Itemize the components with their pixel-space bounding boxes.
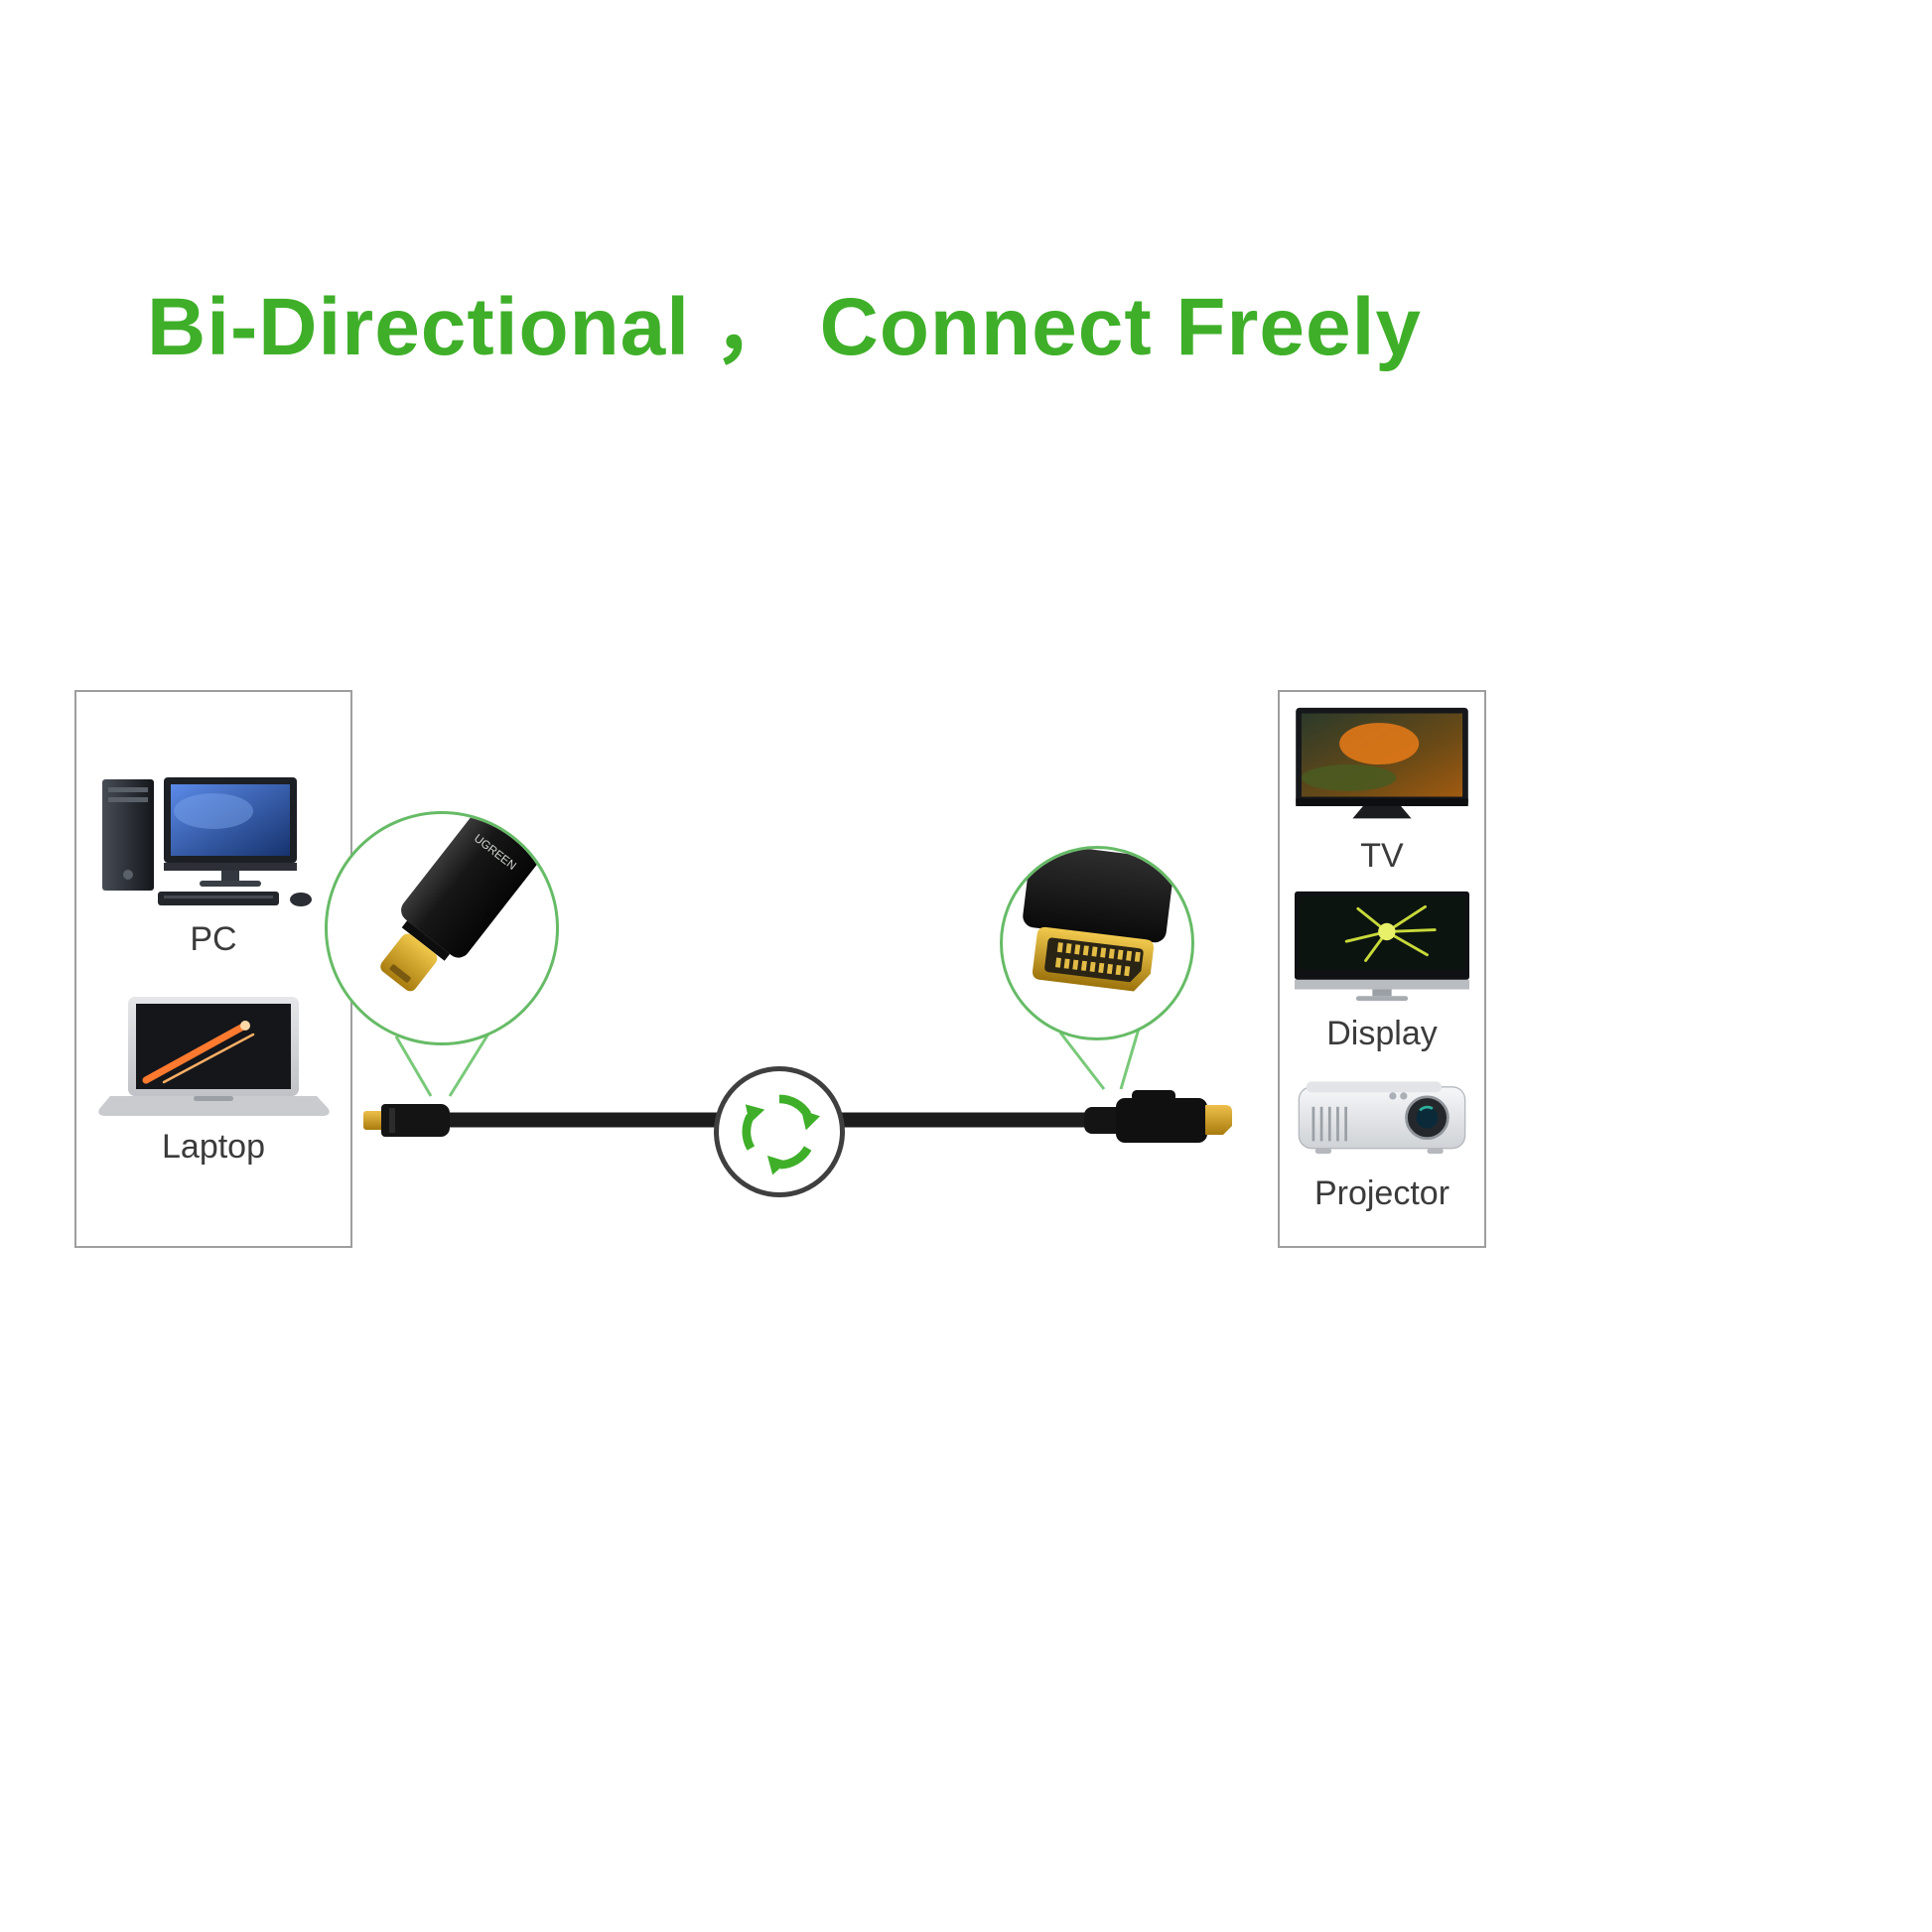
bidirectional-badge	[714, 1066, 845, 1197]
display-devices-panel: TV Display	[1278, 690, 1486, 1248]
device-label-laptop: Laptop	[162, 1128, 265, 1166]
device-pc: PC	[89, 771, 338, 959]
page-title: Bi-Directional ， Connect Freely	[146, 282, 1423, 372]
bidirectional-cycle-arrows-icon	[728, 1080, 820, 1183]
mini-dp-connector-photo: UGREEN	[380, 814, 546, 992]
dp-connector-photo	[1023, 849, 1174, 992]
device-label-display: Display	[1326, 1015, 1438, 1052]
device-tv: TV	[1291, 704, 1473, 876]
device-display: Display	[1291, 888, 1473, 1053]
source-devices-panel: PC Laptop	[74, 690, 352, 1248]
pc-icon	[102, 777, 312, 906]
callout-dp	[1000, 846, 1194, 1040]
device-label-pc: PC	[190, 920, 237, 958]
device-label-projector: Projector	[1313, 1174, 1450, 1212]
callout-mini-dp: UGREEN	[325, 811, 559, 1045]
tv-icon	[1296, 707, 1468, 819]
laptop-icon	[98, 997, 330, 1116]
projector-icon	[1298, 1081, 1466, 1155]
displayport-plug-icon	[1084, 1090, 1232, 1143]
device-label-tv: TV	[1360, 837, 1404, 875]
display-icon	[1294, 891, 1470, 1002]
device-laptop: Laptop	[89, 993, 338, 1167]
device-projector: Projector	[1291, 1065, 1473, 1213]
mini-displayport-plug-icon	[363, 1104, 450, 1137]
